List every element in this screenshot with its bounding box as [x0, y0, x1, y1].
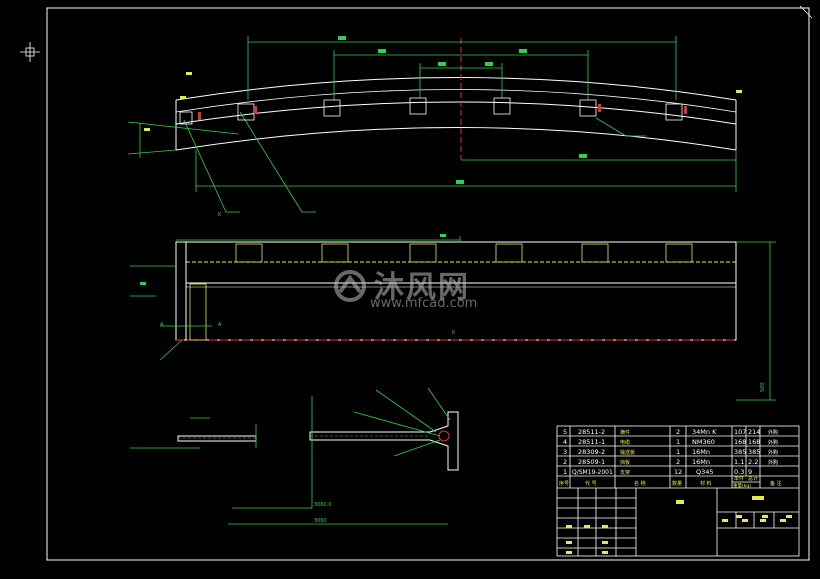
bom-w2: 2.2 — [748, 458, 758, 466]
dim-bottom-total: 3060 — [314, 518, 327, 524]
bom-name: 输送板 — [620, 449, 635, 456]
bom-w1: 107 — [734, 428, 746, 436]
bom-code: 28509-1 — [578, 458, 605, 466]
watermark-text: 沐风网 — [374, 270, 470, 305]
bom-row-2: 4 28511-1 电缆 1 NM360 168 168 外购 — [563, 438, 778, 446]
bom-code: 28309-2 — [578, 448, 605, 456]
bom-header-w1: 单件 — [734, 475, 744, 482]
arc-outer — [175, 77, 737, 101]
bom-w1: 1.1 — [734, 458, 744, 466]
bom-material: 16Mn — [692, 458, 710, 466]
bom-row-4: 2 28509-1 挡板 2 16Mn 1.1 2.2 外购 — [563, 458, 778, 466]
corner-marker — [799, 5, 813, 19]
dimension-labels: 3060.0 3060 500 A A K K — [160, 212, 766, 524]
bom-no: 5 — [563, 428, 567, 436]
crosshair-cursor — [20, 42, 40, 62]
dim-right-height: 500 — [760, 382, 766, 392]
bom-name: 横件 — [620, 429, 630, 436]
bom-note: 外购 — [768, 439, 778, 446]
bom-code: 28511-1 — [578, 438, 605, 446]
bom-qty: 1 — [676, 438, 680, 446]
clamp-row — [179, 97, 683, 125]
bom-header-w2: 总计 — [748, 475, 758, 482]
arc-inner — [175, 101, 737, 125]
bom-w2: 168 — [748, 438, 760, 446]
bom-code: 28511-2 — [578, 428, 605, 436]
bom-header-qty: 数量 — [672, 480, 682, 487]
bom-w2: 9 — [748, 468, 752, 476]
bom-note: 外购 — [768, 459, 778, 466]
drawing-frame — [46, 7, 810, 561]
bom-code: Q/SM19-2001 — [572, 469, 613, 476]
top-view — [127, 36, 742, 213]
arc-lower — [175, 127, 737, 151]
bom-w2: 214 — [748, 428, 760, 436]
dim-bottom-length: 3060.0 — [314, 502, 332, 508]
bom-qty: 2 — [676, 428, 680, 436]
bom-header-weight: 重量(kg) — [733, 482, 751, 489]
dim-k2: K — [218, 212, 222, 218]
bom-header-code: 代 号 — [585, 480, 597, 487]
bom-name: 支架 — [620, 469, 630, 476]
bom-material: 34Mn K — [692, 428, 717, 436]
bom-material: 16Mn — [692, 448, 710, 456]
bom-header: 序号 代 号 名 称 数量 材 料 单件 总计 重量(kg) 备 注 — [559, 475, 782, 489]
arc-mid — [175, 89, 737, 113]
bom-header-material: 材 料 — [700, 480, 712, 487]
bom-material: Q345 — [696, 468, 714, 476]
bom-note: 外购 — [768, 449, 778, 456]
bom-w1: 385 — [734, 448, 746, 456]
bom-w1: 168 — [734, 438, 746, 446]
bom-note: 外购 — [768, 429, 778, 436]
watermark: 沐风网 www.mfcad.com — [330, 262, 490, 314]
bom-qty: 12 — [674, 468, 682, 476]
bom-no: 2 — [563, 458, 567, 466]
dim-a2: A — [218, 322, 222, 328]
dim-a1: A — [160, 322, 164, 328]
front-view — [130, 234, 776, 401]
watermark-url: www.mfcad.com — [370, 296, 478, 311]
bom-header-no: 序号 — [559, 480, 569, 487]
bom-material: NM360 — [692, 438, 715, 446]
bom-rows: 5 28511-2 横件 2 34Mn K 107 214 外购 4 28511… — [559, 428, 782, 489]
bom-no: 3 — [563, 448, 567, 456]
bom-header-name: 名 称 — [634, 480, 646, 487]
bom-header-note: 备 注 — [770, 480, 782, 487]
bom-no: 1 — [563, 468, 567, 476]
title-block-marks — [566, 496, 792, 554]
bom-w2: 385 — [748, 448, 760, 456]
bom-name: 挡板 — [620, 459, 630, 466]
dim-k1: K — [452, 330, 456, 336]
bom-qty: 1 — [676, 448, 680, 456]
cross-section — [309, 411, 459, 471]
bom-row-5: 1 Q/SM19-2001 支架 12 Q345 0.3 9 — [563, 468, 752, 476]
bom-qty: 2 — [676, 458, 680, 466]
section-detail — [130, 387, 459, 525]
bom-row-1: 5 28511-2 横件 2 34Mn K 107 214 外购 — [563, 428, 778, 436]
bom-no: 4 — [563, 438, 567, 446]
bom-w1: 0.3 — [734, 468, 744, 476]
bom-name: 电缆 — [620, 439, 630, 446]
watermark-logo-icon — [334, 270, 366, 302]
bom-row-3: 3 28309-2 输送板 1 16Mn 385 385 外购 — [563, 448, 778, 456]
bom-table — [556, 425, 800, 557]
